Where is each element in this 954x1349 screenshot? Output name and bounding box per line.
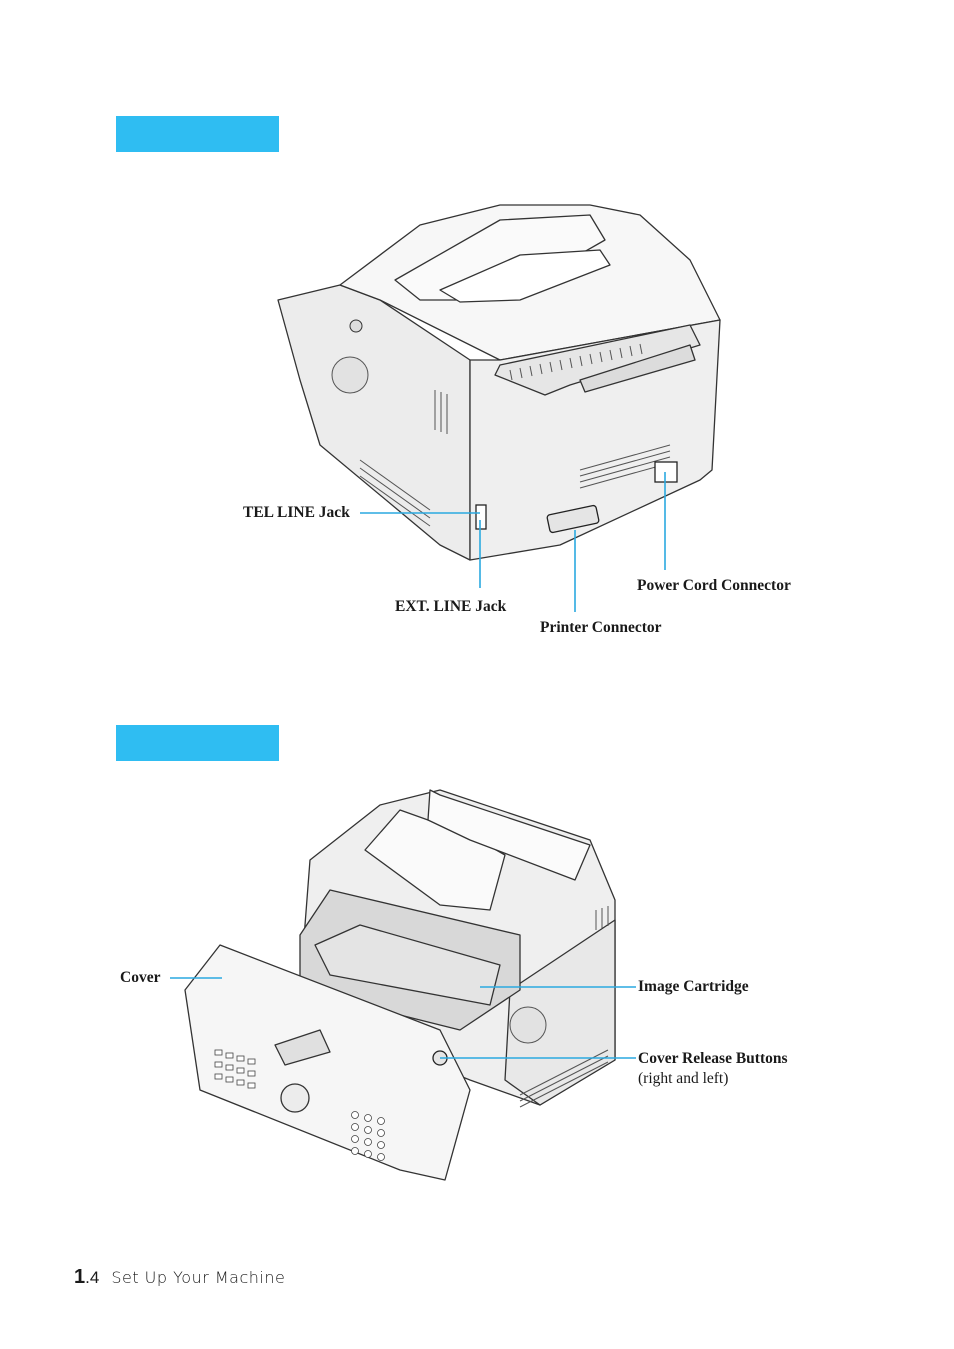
- ext-line-jack-label: EXT. LINE Jack: [395, 598, 507, 615]
- cover-label: Cover: [120, 969, 161, 986]
- chapter-title: Set Up Your Machine: [111, 1268, 286, 1287]
- page-number-major: 1: [74, 1266, 86, 1288]
- page-footer: 1.4 Set Up Your Machine: [74, 1266, 285, 1289]
- cover-release-title: Cover Release Buttons: [638, 1050, 788, 1067]
- section-header-bar-rear: [116, 116, 279, 152]
- cover-release-note: (right and left): [638, 1070, 729, 1087]
- fax-machine-rear-illustration: [277, 204, 721, 612]
- power-cord-connector-label: Power Cord Connector: [637, 577, 791, 594]
- image-cartridge-label: Image Cartridge: [638, 978, 749, 995]
- cover-release-buttons-label: Cover Release Buttons (right and left): [638, 1049, 788, 1089]
- page-number-minor: .4: [85, 1268, 100, 1287]
- tel-line-jack-label: TEL LINE Jack: [243, 504, 350, 521]
- printer-connector-label: Printer Connector: [540, 619, 662, 636]
- fax-machine-open-cover-illustration: [170, 789, 636, 1181]
- section-header-bar-inside: [116, 725, 279, 761]
